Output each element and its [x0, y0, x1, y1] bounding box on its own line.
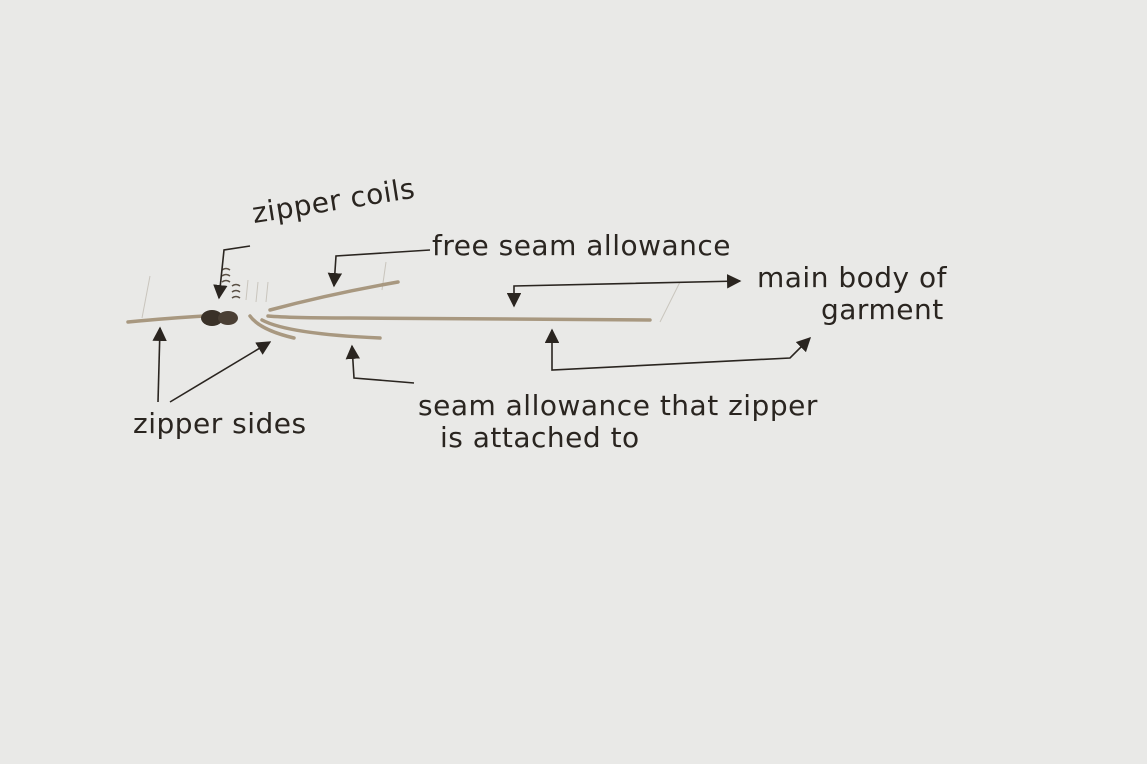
label-zipper-sides: zipper sides [133, 407, 307, 440]
zipper-coils-shape [201, 310, 238, 326]
leader-zipper-sides-right [169, 341, 272, 403]
label-attached-seam-allowance: seam allowance that zipper is attached t… [418, 389, 818, 455]
main-body-layer [266, 314, 652, 322]
zipper-coil-marks [221, 267, 241, 299]
leader-zipper-sides-left [152, 326, 167, 403]
leader-main-body-bottom [544, 328, 812, 371]
attached-seam-allowance-layer [260, 318, 382, 340]
label-main-body-of-garment: main body of garment [757, 261, 947, 327]
leader-attached-seam-allowance [345, 344, 415, 384]
zipper-side-right [248, 314, 296, 340]
leader-free-seam-allowance [327, 249, 431, 288]
fabric-layers [126, 280, 652, 340]
zipper-side-left [126, 314, 207, 324]
free-seam-allowance-layer [268, 280, 400, 312]
leader-main-body-top [506, 274, 742, 308]
leader-zipper-coils [213, 245, 251, 300]
annotation-leaders [152, 245, 812, 403]
label-free-seam-allowance: free seam allowance [432, 229, 732, 262]
